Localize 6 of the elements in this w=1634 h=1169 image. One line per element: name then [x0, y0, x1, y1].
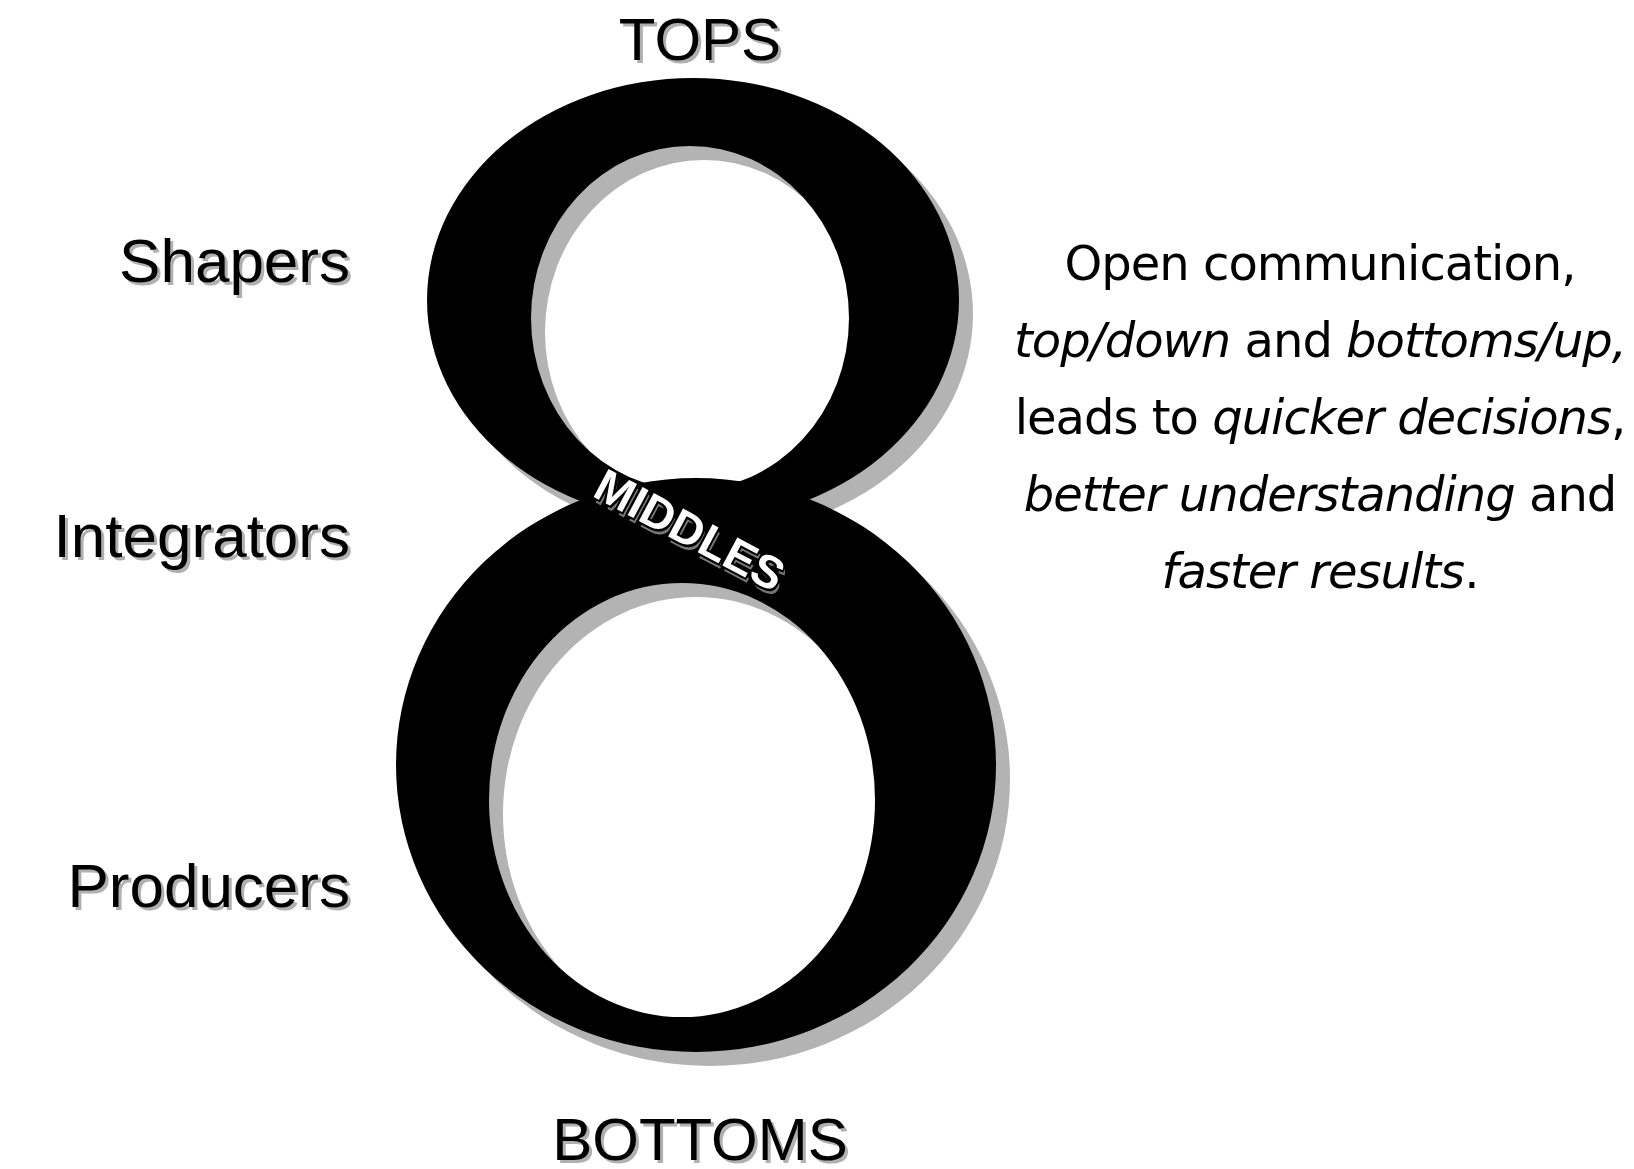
level-label: Integrators [53, 500, 350, 571]
heading-label: TOPS [618, 5, 782, 74]
description-text: Open communication, top/down and bottoms/up, leads to quicker decisions, better understanding and faster results. [1012, 234, 1628, 601]
level-label: Shapers [119, 225, 350, 296]
heading-label: BOTTOMS [552, 1105, 848, 1169]
level-label: Producers [67, 850, 350, 921]
